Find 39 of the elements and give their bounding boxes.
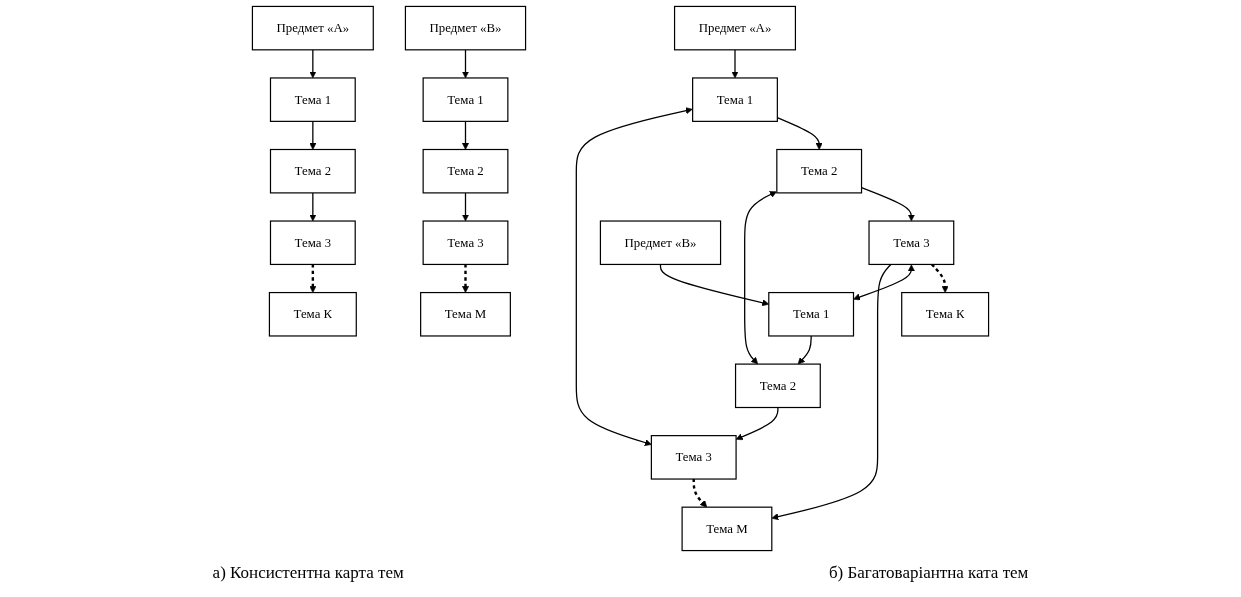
node-box: Предмет «А» [673,5,797,51]
arrow [771,263,892,521]
node-box: Предмет «В» [404,5,527,51]
arrow [461,264,470,293]
node-box: Тема К [901,291,990,337]
arrow [797,335,812,365]
arrow [575,107,693,446]
arrow [692,479,708,508]
arrow [461,192,470,222]
arrow [309,264,317,293]
arrow [931,263,949,293]
node-box: Тема 2 [776,148,863,194]
node-box: Тема М [681,506,773,552]
node-box: Тема 2 [734,363,821,409]
caption-text: а) Консистентна карта тем [212,563,404,583]
node-box: Тема 1 [422,77,509,122]
node-box: Тема 2 [422,148,509,194]
node-box: Тема К [268,291,357,337]
node-box: Тема 1 [269,77,356,122]
node-box: Предмет «В» [599,220,722,266]
arrow [735,406,779,441]
arrow [309,49,317,79]
node-box: Предмет «А» [251,5,374,51]
node-box: Тема 3 [868,220,955,266]
node-box: Тема 3 [422,220,509,266]
node-box: Тема 3 [269,220,356,266]
arrow [853,264,915,301]
node-box: Тема М [420,291,511,337]
caption-text: б) Багатоваріантна ката тем [828,563,1029,583]
arrow [461,49,470,79]
node-box: Тема 1 [692,77,778,122]
node-box: Тема 3 [650,435,737,480]
arrow [461,120,470,150]
arrow [744,191,777,365]
arrow [731,49,739,79]
node-box: Тема 2 [269,148,356,194]
arrow [309,192,317,222]
arrow [309,120,317,150]
node-box: Тема 1 [768,291,855,337]
